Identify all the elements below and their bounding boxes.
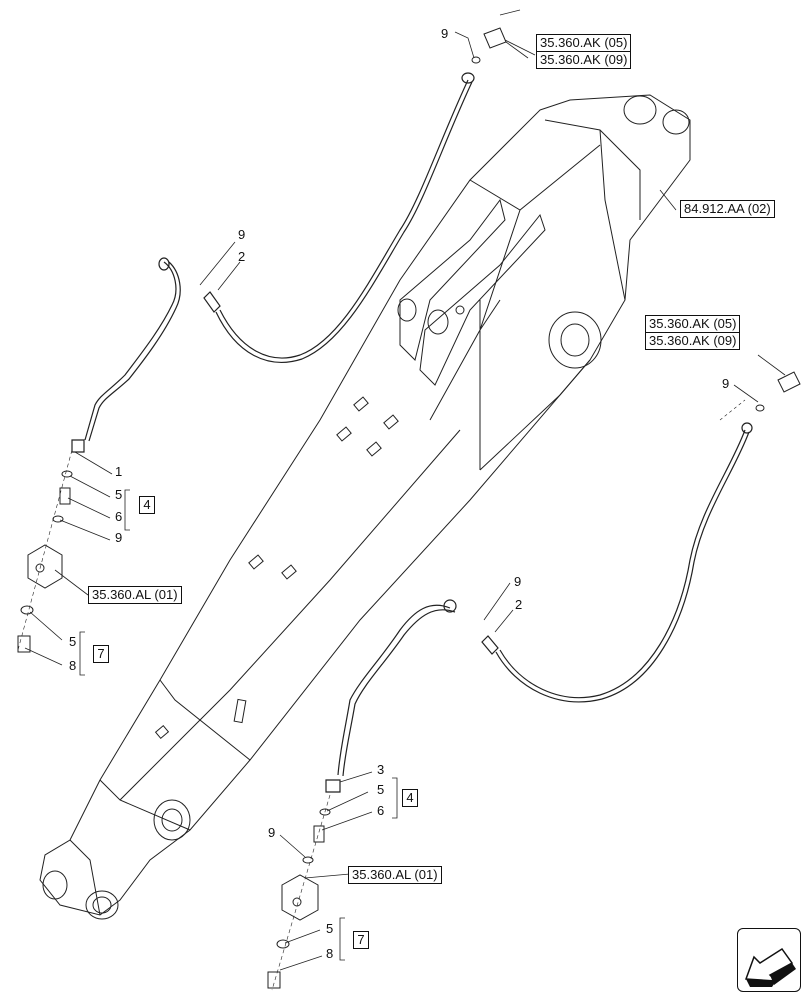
- callout-6-left: 6: [115, 509, 123, 524]
- ref-link-35-360-ak-05-right[interactable]: 35.360.AK (05): [645, 315, 741, 333]
- kit-box-4-right: 4: [402, 789, 418, 807]
- hose-assembly-left: [71, 72, 475, 453]
- ref-stack-right: 35.360.AK (05) 35.360.AK (09): [645, 315, 741, 350]
- callout-2-right: 2: [515, 597, 523, 612]
- callout-8-left: 8: [69, 658, 77, 673]
- kit-box-4-left: 4: [139, 496, 155, 514]
- callout-9-upper-left: 9: [238, 227, 246, 242]
- callout-9-top-left: 9: [441, 26, 449, 41]
- callout-6-right: 6: [377, 803, 385, 818]
- kit-box-7-left: 7: [93, 645, 109, 663]
- ref-link-84-912-aa-02[interactable]: 84.912.AA (02): [680, 200, 775, 218]
- arrow-previous-icon[interactable]: [737, 928, 801, 992]
- ref-stack-top: 35.360.AK (05) 35.360.AK (09): [536, 34, 632, 69]
- callout-5-right-lower: 5: [326, 921, 334, 936]
- callout-8-right: 8: [326, 946, 334, 961]
- ref-link-35-360-al-01-right[interactable]: 35.360.AL (01): [348, 866, 442, 884]
- callout-9-left: 9: [115, 530, 123, 545]
- callout-5-right-upper: 5: [377, 782, 385, 797]
- boom-arm: [39, 94, 691, 920]
- ref-link-35-360-al-01-left[interactable]: 35.360.AL (01): [88, 586, 182, 604]
- hose-assembly-right: [325, 422, 753, 793]
- leader-lines: [24, 31, 786, 971]
- arrow-previous-glyph: [744, 947, 796, 987]
- kit-box-7-right: 7: [353, 931, 369, 949]
- callout-5-left-lower: 5: [69, 634, 77, 649]
- ref-link-35-360-ak-09-right[interactable]: 35.360.AK (09): [645, 333, 741, 350]
- ref-link-35-360-ak-05-top[interactable]: 35.360.AK (05): [536, 34, 632, 52]
- top-fittings: [471, 9, 801, 421]
- ref-link-35-360-ak-09-top[interactable]: 35.360.AK (09): [536, 52, 632, 69]
- fitting-stack-left: [17, 449, 73, 653]
- callout-9-right-mid: 9: [514, 574, 522, 589]
- callout-9-right-top: 9: [722, 376, 730, 391]
- callout-3: 3: [377, 762, 385, 777]
- callout-2-upper-left: 2: [238, 249, 246, 264]
- callout-9-right-lower: 9: [268, 825, 276, 840]
- fitting-stack-right: [267, 794, 331, 991]
- callout-5-left-upper: 5: [115, 487, 123, 502]
- callout-1: 1: [115, 464, 123, 479]
